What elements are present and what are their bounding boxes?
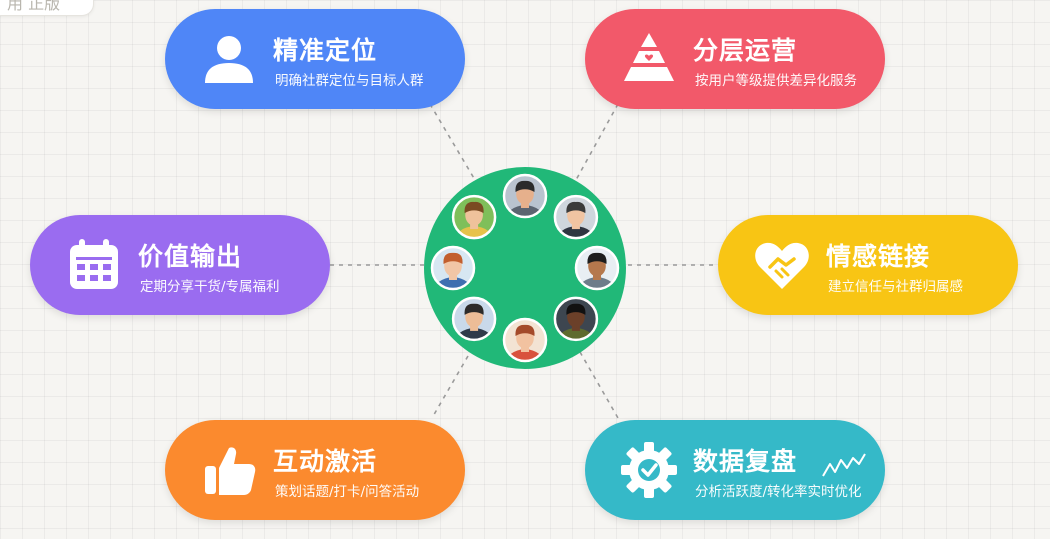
card-title: 价值输出 bbox=[138, 242, 243, 271]
member-avatar bbox=[502, 317, 548, 363]
connector-interact bbox=[431, 355, 469, 419]
card-precise-positioning[interactable]: 精准定位 明确社群定位与目标人群 bbox=[165, 9, 465, 109]
calendar-icon bbox=[70, 239, 118, 289]
card-subtitle: 明确社群定位与目标人群 bbox=[275, 73, 424, 89]
card-subtitle: 建立信任与社群归属感 bbox=[828, 279, 963, 295]
card-title: 精准定位 bbox=[273, 36, 378, 65]
member-avatar bbox=[451, 296, 497, 342]
card-title: 分层运营 bbox=[693, 36, 798, 65]
card-title: 情感链接 bbox=[826, 242, 931, 271]
member-avatar bbox=[553, 194, 599, 240]
card-value-output[interactable]: 价值输出 定期分享干货/专属福利 bbox=[30, 215, 330, 315]
card-subtitle: 定期分享干货/专属福利 bbox=[140, 279, 280, 295]
connector-review bbox=[579, 351, 619, 419]
connector-tiered bbox=[575, 103, 619, 181]
member-avatar bbox=[451, 194, 497, 240]
connector-precise bbox=[429, 103, 476, 181]
card-data-review[interactable]: 数据复盘 分析活跃度/转化率实时优化 bbox=[585, 420, 885, 520]
card-subtitle: 按用户等级提供差异化服务 bbox=[695, 73, 857, 89]
trend-line-icon bbox=[822, 453, 866, 477]
card-title: 数据复盘 bbox=[693, 447, 798, 476]
card-emotional-connection[interactable]: 情感链接 建立信任与社群归属感 bbox=[718, 215, 1018, 315]
community-hub bbox=[424, 167, 626, 369]
thumbs-up-icon bbox=[205, 447, 256, 495]
pyramid-icon bbox=[624, 33, 674, 81]
card-subtitle: 分析活跃度/转化率实时优化 bbox=[695, 484, 862, 500]
user-icon bbox=[205, 36, 253, 83]
card-title: 互动激活 bbox=[273, 447, 378, 476]
top-tab[interactable]: 用 正版 bbox=[0, 0, 94, 16]
card-interaction-activation[interactable]: 互动激活 策划话题/打卡/问答活动 bbox=[165, 420, 465, 520]
card-tiered-operations[interactable]: 分层运营 按用户等级提供差异化服务 bbox=[585, 9, 885, 109]
member-avatar bbox=[430, 245, 476, 291]
member-avatar bbox=[574, 245, 620, 291]
gear-check-icon bbox=[621, 442, 677, 498]
member-avatar bbox=[553, 296, 599, 342]
card-subtitle: 策划话题/打卡/问答活动 bbox=[275, 484, 420, 500]
heart-handshake-icon bbox=[755, 242, 809, 289]
member-avatar bbox=[502, 173, 548, 219]
